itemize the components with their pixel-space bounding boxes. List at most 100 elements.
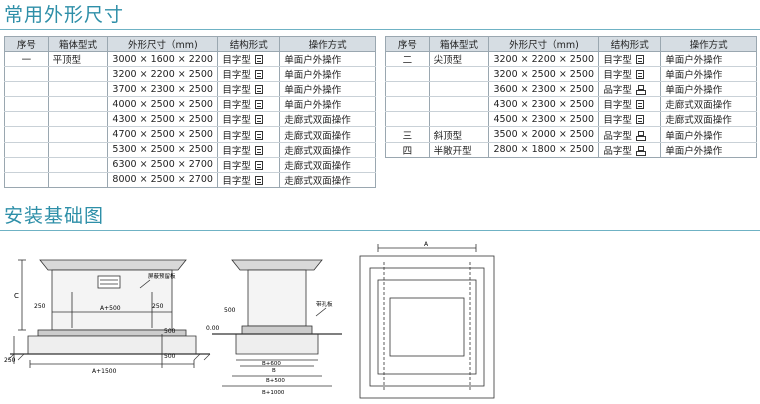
cell-operation-text: 单面户外操作 xyxy=(665,70,723,82)
cell-no xyxy=(4,81,49,98)
cell-no-text: 二 xyxy=(402,55,413,67)
cell-type xyxy=(428,66,490,83)
front-dim-c: C xyxy=(14,292,19,300)
plan-view-drawing: A xyxy=(359,241,495,399)
header-type: 箱体型式 xyxy=(428,36,490,52)
cell-structure-text: 目字型 xyxy=(222,175,251,187)
cell-operation-text: 单面户外操作 xyxy=(284,100,342,112)
side-dim-b500: B+500 xyxy=(266,378,285,384)
cell-size-text: 3600 × 2300 × 2500 xyxy=(493,83,594,95)
cell-no xyxy=(385,111,430,128)
cell-structure: 品字型 xyxy=(598,126,662,143)
cell-structure-text: 目字型 xyxy=(222,70,251,82)
cell-structure-text: 目字型 xyxy=(222,115,251,127)
cell-operation: 走廊式双面操作 xyxy=(279,157,376,173)
cell-type xyxy=(47,142,109,158)
pin-icon xyxy=(635,85,646,96)
header-operation: 操作方式 xyxy=(279,36,376,52)
cell-size-text: 6300 × 2500 × 2700 xyxy=(112,159,213,171)
cell-operation-text: 单面户外操作 xyxy=(665,55,723,67)
cell-structure: 目字型 xyxy=(598,96,662,113)
header-no: 序号 xyxy=(4,36,49,52)
cell-operation-text: 单面户外操作 xyxy=(284,70,342,82)
cell-size: 3500 × 2000 × 2500 xyxy=(488,126,600,143)
cell-size: 4000 × 2500 × 2500 xyxy=(107,96,219,113)
cell-operation: 单面户外操作 xyxy=(660,66,757,83)
side-dim-b600: B+600 xyxy=(262,361,281,367)
cell-structure: 品字型 xyxy=(598,142,662,158)
cell-operation-text: 单面户外操作 xyxy=(665,130,723,142)
cell-size-text: 3500 × 2000 × 2500 xyxy=(493,129,594,141)
cell-structure: 目字型 xyxy=(217,96,281,113)
cell-operation-text: 走廊式双面操作 xyxy=(665,115,732,127)
cell-size-text: 4300 × 2300 × 2500 xyxy=(493,98,594,110)
cell-type xyxy=(47,81,109,98)
front-dim-500-a: 500 xyxy=(164,328,176,335)
side-dim-b: B xyxy=(272,368,276,374)
mu-icon xyxy=(254,130,263,140)
cell-structure-text: 目字型 xyxy=(603,70,632,82)
cell-structure: 目字型 xyxy=(217,81,281,98)
header-structure: 结构形式 xyxy=(217,36,281,52)
mu-icon xyxy=(635,115,644,125)
cell-no: 三 xyxy=(385,126,430,143)
cell-size: 3200 × 2500 × 2500 xyxy=(488,66,600,83)
cell-structure-text: 目字型 xyxy=(603,55,632,67)
cell-type xyxy=(47,157,109,173)
cell-operation: 走廊式双面操作 xyxy=(279,126,376,143)
front-dim-a500: A+500 xyxy=(100,305,121,312)
front-dim-250-right: 250 xyxy=(152,303,164,310)
cell-size-text: 3000 × 1600 × 2200 xyxy=(112,53,213,65)
front-elevation-drawing: C 250 A+500 250 屏蔽预留板 500 500 250 A+1500 xyxy=(4,259,211,375)
cell-no xyxy=(4,66,49,83)
cell-size-text: 4000 × 2500 × 2500 xyxy=(112,98,213,110)
header-type: 箱体型式 xyxy=(47,36,109,52)
cell-type-text: 尖顶型 xyxy=(433,55,463,67)
cell-structure: 品字型 xyxy=(598,81,662,98)
cell-size-text: 5300 × 2500 × 2500 xyxy=(112,144,213,156)
cell-structure-text: 目字型 xyxy=(603,100,632,112)
cell-operation-text: 走廊式双面操作 xyxy=(284,115,351,127)
cell-structure: 目字型 xyxy=(217,51,281,68)
cell-no xyxy=(4,172,49,188)
cell-size: 5300 × 2500 × 2500 xyxy=(107,142,219,158)
cell-no xyxy=(4,142,49,158)
front-dim-250-bottom: 250 xyxy=(4,357,16,364)
cell-structure-text: 目字型 xyxy=(222,85,251,97)
mu-icon xyxy=(254,70,263,80)
cell-type xyxy=(47,66,109,83)
mu-icon xyxy=(254,100,263,110)
cell-operation-text: 单面户外操作 xyxy=(284,55,342,67)
cell-no xyxy=(385,96,430,113)
cell-type xyxy=(47,96,109,113)
cell-structure: 目字型 xyxy=(217,172,281,188)
cell-size: 2800 × 1800 × 2500 xyxy=(488,142,600,158)
pin-icon xyxy=(635,145,646,156)
cell-no xyxy=(4,126,49,143)
cell-operation: 走廊式双面操作 xyxy=(279,111,376,128)
cell-operation: 单面户外操作 xyxy=(279,51,376,68)
cell-size: 3600 × 2300 × 2500 xyxy=(488,81,600,98)
cell-structure-text: 目字型 xyxy=(222,55,251,67)
mu-icon xyxy=(635,55,644,65)
cell-type xyxy=(47,172,109,188)
cell-operation: 单面户外操作 xyxy=(279,96,376,113)
cell-size: 3200 × 2200 × 2500 xyxy=(107,66,219,83)
cell-no xyxy=(4,96,49,113)
cell-operation-text: 走廊式双面操作 xyxy=(665,100,732,112)
pin-icon xyxy=(635,130,646,141)
mu-icon xyxy=(254,55,263,65)
cell-operation-text: 单面户外操作 xyxy=(665,145,723,157)
mu-icon xyxy=(254,160,263,170)
